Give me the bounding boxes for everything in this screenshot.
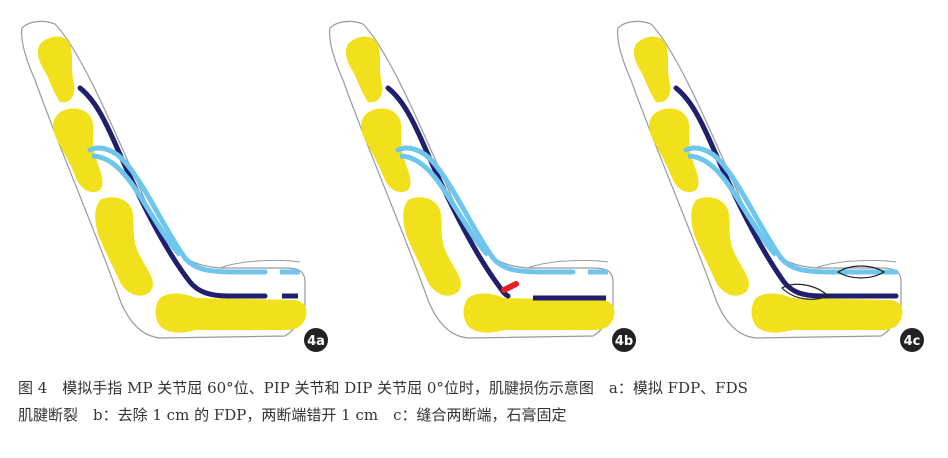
panel-a: 4a xyxy=(21,20,328,352)
fds-tendon xyxy=(683,145,899,275)
panel-a-badge xyxy=(304,328,328,352)
fdp-tendon xyxy=(673,85,899,299)
panel-b-label: 4b xyxy=(615,334,633,349)
fds-suture xyxy=(836,265,886,279)
fdp-suture xyxy=(781,283,830,300)
panel-b: 4b xyxy=(329,20,636,352)
figure-caption-line-1: 图 4 模拟手指 MP 关节屈 60°位、PIP 关节和 DIP 关节屈 0°位… xyxy=(18,379,748,397)
figure-caption-line-2: 肌腱断裂 b：去除 1 cm 的 FDP，两断端错开 1 cm c：缝合两断端，… xyxy=(18,406,567,424)
panel-b-badge xyxy=(612,328,636,352)
tendon-injury-figure: 4a 4b 4c xyxy=(21,20,924,352)
defect-marker xyxy=(501,281,519,293)
fds-tendon xyxy=(395,145,576,275)
panel-c: 4c xyxy=(617,20,924,352)
panel-c-label: 4c xyxy=(904,334,921,349)
panel-c-badge xyxy=(900,328,924,352)
fdp-tendon xyxy=(77,85,268,299)
fds-tendon xyxy=(87,145,268,275)
panel-a-label: 4a xyxy=(307,334,325,349)
